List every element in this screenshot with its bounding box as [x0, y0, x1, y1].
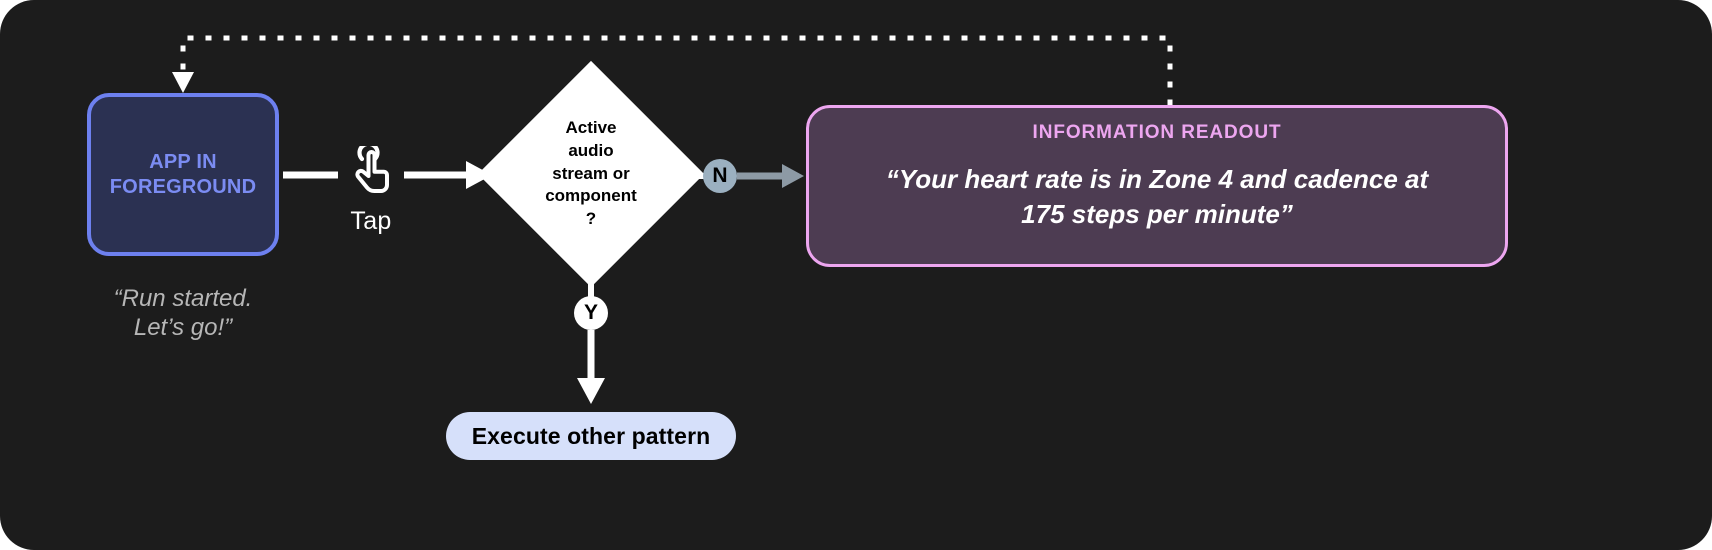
- decision-line4: component: [545, 186, 637, 206]
- app-node-caption: “Run started. Let’s go!”: [60, 284, 306, 343]
- readout-body-line2: 175 steps per minute”: [1021, 198, 1293, 229]
- decision-line5: ?: [585, 208, 597, 228]
- readout-body-line1: “Your heart rate is in Zone 4 and cadenc…: [885, 164, 1429, 194]
- tap-icon: [355, 141, 389, 193]
- node-information-readout[interactable]: INFORMATION READOUT “Your heart rate is …: [806, 105, 1508, 267]
- node-app-in-foreground[interactable]: APP IN FOREGROUND: [87, 93, 279, 256]
- readout-title: INFORMATION READOUT: [1032, 122, 1282, 143]
- execute-arrowhead: [577, 378, 605, 404]
- tap-label: Tap: [350, 207, 392, 235]
- branch-badge-no: N: [703, 159, 737, 193]
- node-execute-other-pattern[interactable]: Execute other pattern: [446, 412, 736, 460]
- readout-body: “Your heart rate is in Zone 4 and cadenc…: [837, 162, 1477, 231]
- decision-line2: audio: [568, 141, 614, 161]
- feedback-arrowhead: [172, 72, 194, 93]
- gesture-tap: Tap: [335, 141, 407, 236]
- node-decision-audio-stream[interactable]: Active audio stream or component ?: [477, 60, 705, 288]
- decision-line1: Active: [565, 118, 617, 138]
- app-node-label: APP IN FOREGROUND: [110, 150, 256, 200]
- branch-badge-yes: Y: [574, 296, 608, 330]
- app-node-label-line1: APP IN: [149, 150, 217, 173]
- readout-arrowhead: [782, 164, 804, 188]
- app-caption-line2: Let’s go!”: [133, 314, 233, 342]
- app-node-label-line2: FOREGROUND: [109, 175, 257, 198]
- app-caption-line1: “Run started.: [113, 285, 253, 312]
- decision-label: Active audio stream or component ?: [483, 66, 699, 282]
- decision-line3: stream or: [552, 163, 630, 183]
